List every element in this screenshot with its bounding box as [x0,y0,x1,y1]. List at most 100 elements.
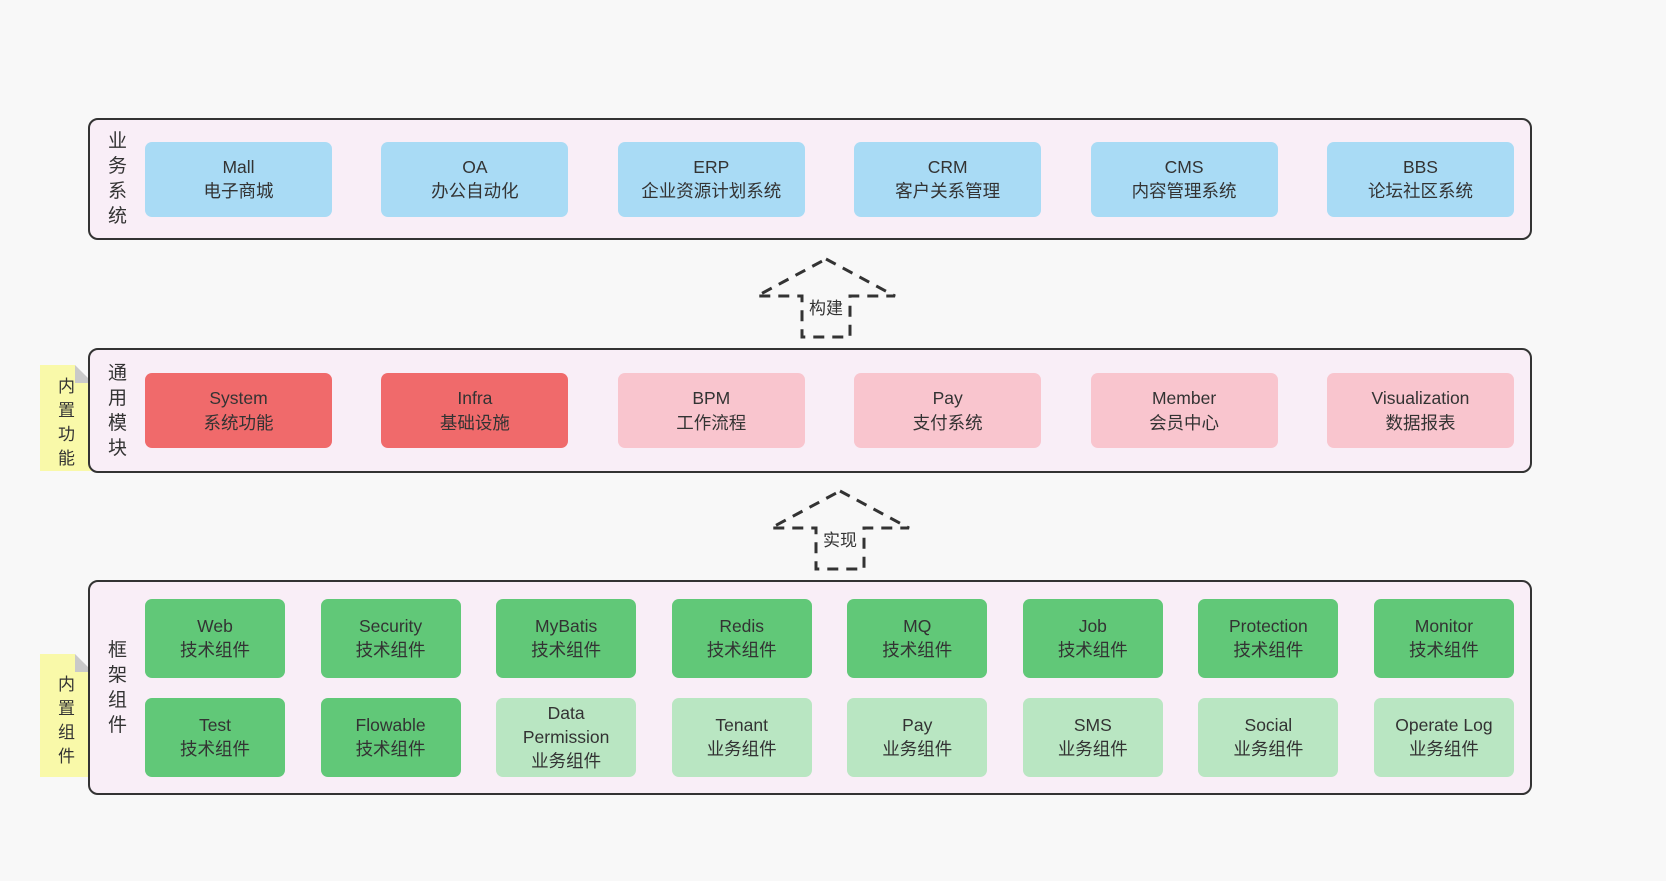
box-desc: 技术组件 [882,640,953,660]
box-system: System 系统功能 [145,373,332,448]
box-name: Pay [932,388,963,409]
box-name: ERP [693,156,730,177]
arrow-implement-label: 实现 [820,526,860,551]
box-desc: 业务组件 [1233,739,1304,759]
box-name: Redis [719,615,765,636]
up-arrow-icon [756,257,896,339]
box-name: Pay [902,714,933,735]
box-name: Operate Log [1395,714,1493,735]
box-job: Job 技术组件 [1022,598,1163,678]
box-desc: 工作流程 [676,412,747,433]
box-desc: 办公自动化 [431,181,519,201]
common-modules-row: System 系统功能 Infra 基础设施 BPM 工作流程 Pay 支付系统… [145,373,1530,448]
framework-row-2: Test 技术组件 Flowable 技术组件 Data Permission … [145,697,1514,777]
box-desc: 技术组件 [1233,640,1304,660]
box-desc: 业务组件 [1057,739,1128,759]
box-desc: 业务组件 [706,739,777,759]
box-bbs: BBS 论坛社区系统 [1326,141,1514,217]
layer-business-systems: 业务系统 Mall 电子商城 OA 办公自动化 ERP 企业资源计划系统 CRM… [88,118,1532,240]
layer-common-modules: 通用模块 System 系统功能 Infra 基础设施 BPM 工作流程 Pay… [88,348,1532,473]
box-name: SMS [1073,714,1112,735]
box-name: OA [462,156,488,177]
box-desc: 内容管理系统 [1131,181,1237,201]
layer-framework-components-label: 框架组件 [107,639,127,736]
box-flowable: Flowable 技术组件 [320,697,461,777]
box-tenant: Tenant 业务组件 [671,697,812,777]
box-desc: 会员中心 [1149,412,1220,433]
box-member: Member 会员中心 [1090,373,1278,448]
box-name: Web [197,615,233,636]
box-sms: SMS 业务组件 [1022,697,1163,777]
box-visualization: Visualization 数据报表 [1326,373,1514,448]
box-name: MQ [903,615,932,636]
box-desc: 企业资源计划系统 [641,181,782,201]
box-desc: 系统功能 [203,412,274,433]
box-operate-log: Operate Log 业务组件 [1373,697,1514,777]
framework-row-1: Web 技术组件 Security 技术组件 MyBatis 技术组件 Redi… [145,598,1514,678]
box-desc: 技术组件 [355,739,426,759]
box-data-permission: Data Permission 业务组件 [496,697,637,777]
box-desc: 技术组件 [180,739,250,759]
box-name: Infra [457,388,493,409]
note-built-in-components: 内置组件 [40,654,93,777]
box-name: Monitor [1414,615,1474,636]
box-name: Job [1078,615,1107,636]
box-desc: 数据报表 [1385,412,1456,433]
box-oa: OA 办公自动化 [381,141,569,217]
box-mq: MQ 技术组件 [847,598,988,678]
note-built-in-features: 内置功能 [40,365,93,471]
box-desc: 客户关系管理 [895,181,1001,201]
box-name: Social [1244,714,1293,735]
box-name: MyBatis [535,615,598,636]
box-name: Mall [222,156,255,177]
note-built-in-components-label: 内置组件 [58,674,75,766]
box-web: Web 技术组件 [145,598,285,678]
box-desc: 论坛社区系统 [1367,181,1473,201]
box-name: Tenant [715,714,768,735]
box-name: BBS [1402,156,1438,177]
box-cms: CMS 内容管理系统 [1090,141,1278,217]
box-desc: 业务组件 [882,739,953,759]
box-pay-module: Pay 支付系统 [854,373,1042,448]
box-name: CRM [927,156,968,177]
framework-components-rows: Web 技术组件 Security 技术组件 MyBatis 技术组件 Redi… [145,598,1530,777]
box-desc: 技术组件 [1408,640,1479,660]
box-desc: 技术组件 [355,640,426,660]
box-pay-component: Pay 业务组件 [847,697,988,777]
box-monitor: Monitor 技术组件 [1373,598,1514,678]
box-crm: CRM 客户关系管理 [854,141,1042,217]
box-name: CMS [1164,156,1204,177]
box-name: BPM [692,388,731,409]
box-name: Member [1151,388,1217,409]
layer-business-systems-label: 业务系统 [107,131,127,227]
arrow-build: 构建 [754,256,898,340]
box-name: Test [198,714,232,735]
box-infra: Infra 基础设施 [381,373,569,448]
box-mybatis: MyBatis 技术组件 [496,598,637,678]
box-desc: 电子商城 [203,181,274,201]
layer-common-modules-label: 通用模块 [107,362,127,459]
box-test: Test 技术组件 [145,697,285,777]
box-desc: 技术组件 [531,640,602,660]
arrow-build-label: 构建 [806,294,846,319]
box-name: Flowable [355,714,426,735]
box-desc: 技术组件 [180,640,250,660]
box-name: System [209,388,268,409]
box-protection: Protection 技术组件 [1198,598,1339,678]
arrow-implement: 实现 [768,488,912,572]
box-desc: 支付系统 [912,412,983,433]
box-desc: 业务组件 [1408,739,1479,759]
box-name: Data Permission [522,702,610,747]
box-erp: ERP 企业资源计划系统 [617,141,805,217]
box-desc: 技术组件 [1057,640,1128,660]
box-redis: Redis 技术组件 [671,598,812,678]
box-security: Security 技术组件 [320,598,461,678]
layer-framework-components: 框架组件 Web 技术组件 Security 技术组件 MyBatis 技术组件… [88,580,1532,795]
box-social: Social 业务组件 [1198,697,1339,777]
business-systems-row: Mall 电子商城 OA 办公自动化 ERP 企业资源计划系统 CRM 客户关系… [145,141,1530,217]
box-desc: 基础设施 [439,412,510,433]
box-desc: 业务组件 [531,751,602,772]
note-built-in-features-label: 内置功能 [58,377,75,468]
box-bpm: BPM 工作流程 [617,373,805,448]
